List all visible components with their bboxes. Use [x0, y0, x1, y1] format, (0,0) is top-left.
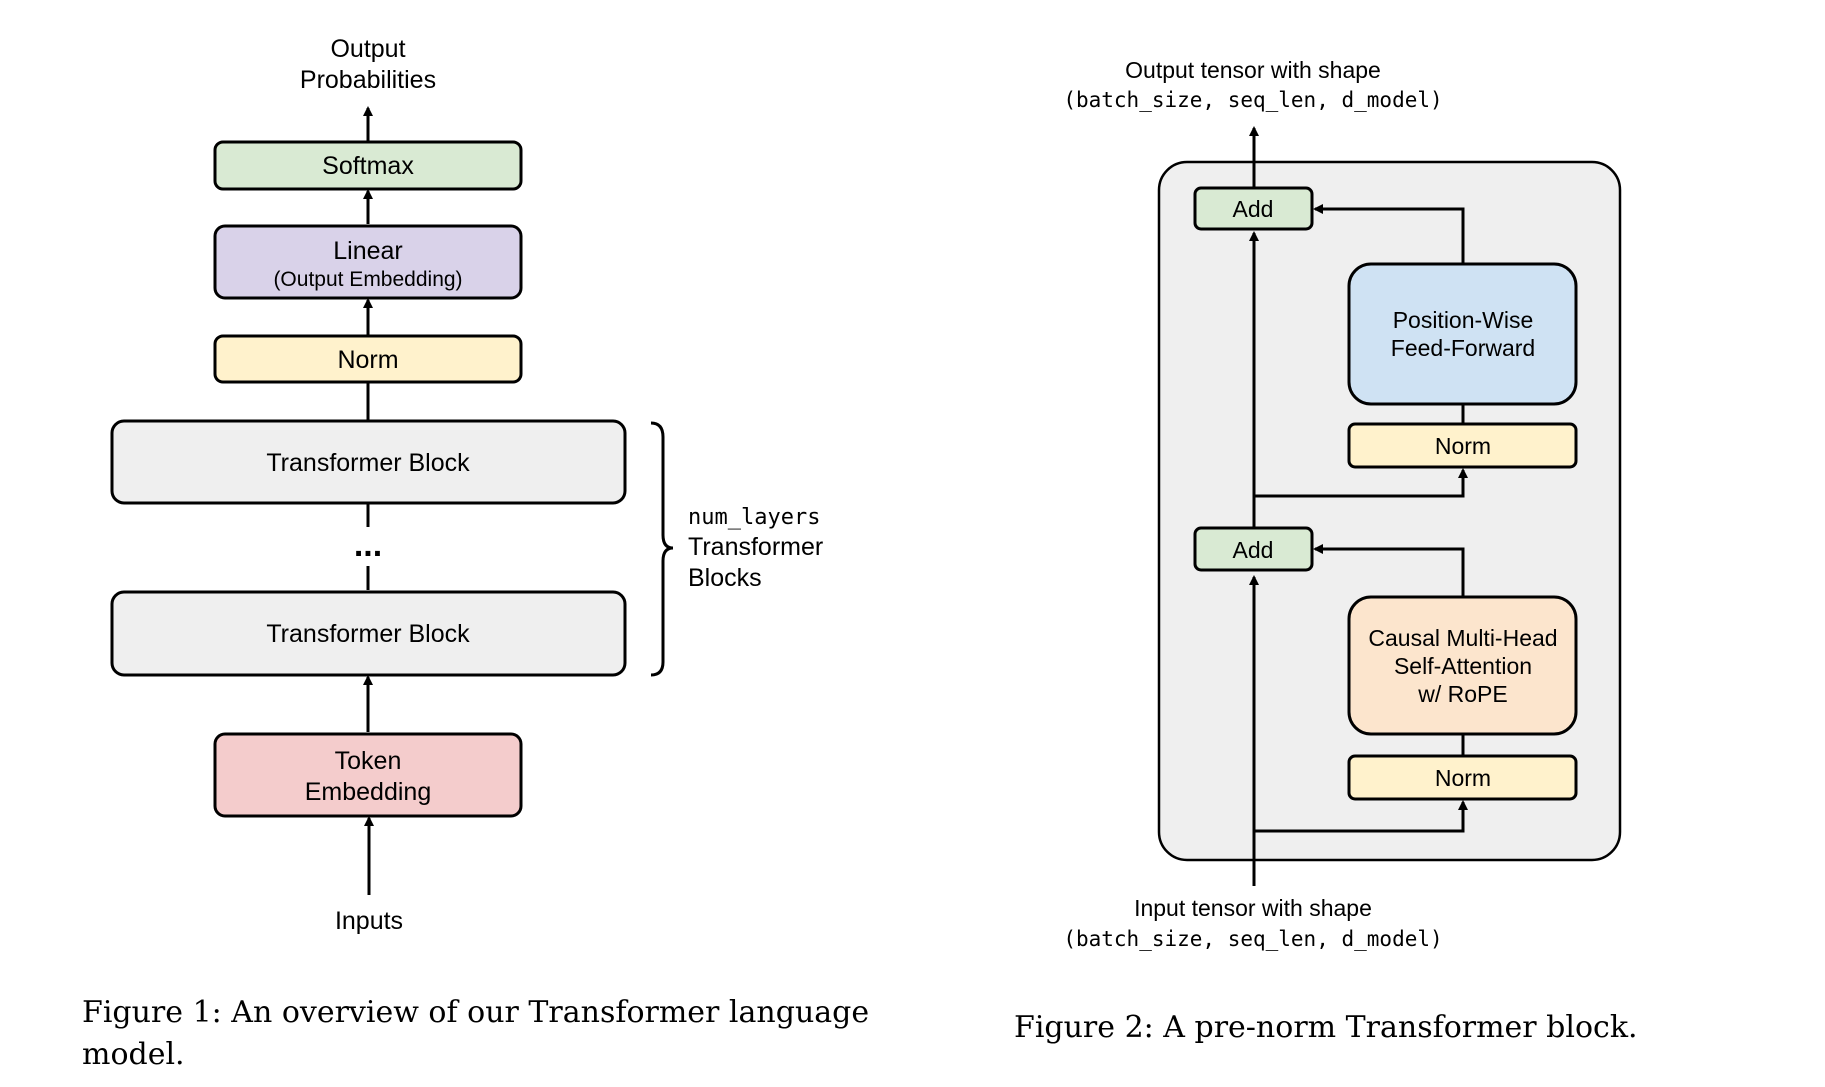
linear-box: [213, 224, 523, 300]
figure-1: Output Probabilities Softmax Linear (Out…: [82, 35, 869, 1072]
transformer-block-top-label: Transformer Block: [266, 449, 470, 477]
norm-box-top: [1347, 422, 1578, 469]
token-embedding-box: [213, 732, 523, 818]
inputs-label: Inputs: [335, 907, 403, 935]
attention-label-line2: Self-Attention: [1394, 653, 1532, 679]
transformer-block-bottom-label: Transformer Block: [266, 620, 470, 648]
add-box-top: [1193, 186, 1314, 231]
branch-to-norm-top: [1254, 468, 1468, 498]
output-label-line1: Output: [330, 35, 405, 63]
branch-attention-to-add: [1313, 544, 1465, 596]
linear-sub-label: (Output Embedding): [273, 268, 462, 291]
branch-to-norm-bottom: [1254, 800, 1468, 833]
add-bottom-label: Add: [1233, 537, 1274, 563]
attention-label-line1: Causal Multi-Head: [1368, 625, 1557, 651]
token-embedding-label-line1: Token: [335, 747, 402, 775]
figure-1-caption-line2: model.: [82, 1037, 185, 1072]
input-tensor-shape: (batch_size, seq_len, d_model): [1063, 927, 1442, 951]
figure-2-caption: Figure 2: A pre-norm Transformer block.: [1014, 1010, 1638, 1045]
brace: [650, 421, 674, 677]
norm-bottom-label: Norm: [1435, 765, 1491, 791]
transformer-block-top: [110, 419, 627, 505]
brace-label-num-layers: num_layers: [688, 505, 820, 530]
input-tensor-label: Input tensor with shape: [1134, 895, 1372, 921]
add-box-bottom: [1193, 526, 1314, 572]
add-top-label: Add: [1233, 196, 1274, 222]
transformer-block-bottom: [110, 590, 627, 677]
output-tensor-label: Output tensor with shape: [1125, 57, 1381, 83]
attention-label-line3: w/ RoPE: [1417, 681, 1507, 707]
norm-box: [213, 334, 523, 384]
norm-label: Norm: [337, 346, 398, 374]
output-label-line2: Probabilities: [300, 66, 436, 94]
softmax-label: Softmax: [322, 152, 414, 180]
feed-forward-box: [1347, 262, 1578, 406]
output-tensor-shape: (batch_size, seq_len, d_model): [1063, 88, 1442, 112]
brace-label-line2: Blocks: [688, 564, 762, 592]
branch-ffn-to-add: [1313, 204, 1465, 264]
norm-top-label: Norm: [1435, 433, 1491, 459]
softmax-box: [213, 140, 523, 191]
feed-forward-label-line2: Feed-Forward: [1391, 335, 1535, 361]
brace-label-line1: Transformer: [688, 533, 823, 561]
feed-forward-label-line1: Position-Wise: [1393, 307, 1534, 333]
norm-box-bottom: [1347, 754, 1578, 801]
token-embedding-label-line2: Embedding: [305, 778, 431, 806]
figure-1-caption-line1: Figure 1: An overview of our Transformer…: [82, 995, 869, 1030]
figure-2: Output tensor with shape (batch_size, se…: [1014, 57, 1638, 1045]
attention-box: [1347, 595, 1578, 736]
linear-label: Linear: [333, 237, 403, 265]
ellipsis: ...: [354, 526, 382, 564]
